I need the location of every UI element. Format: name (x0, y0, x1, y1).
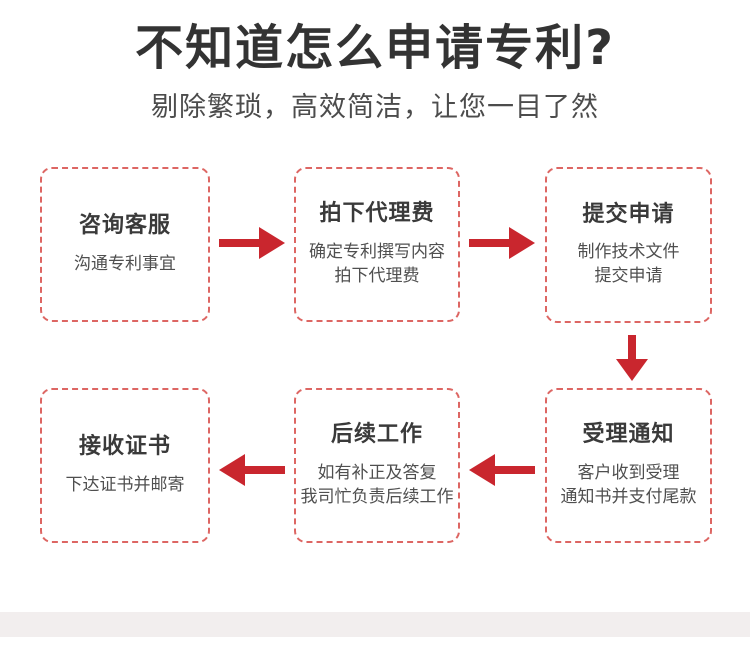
arrow-left-icon (469, 453, 535, 487)
step-box-consult: 咨询客服 沟通专利事宜 (40, 167, 210, 322)
page-subtitle: 剔除繁琐，高效简洁，让您一目了然 (151, 92, 599, 123)
step-desc-line: 通知书并支付尾款 (560, 486, 697, 507)
step-title: 后续工作 (330, 422, 423, 448)
step-desc-line: 我司忙负责后续工作 (300, 486, 454, 507)
footer-bar (0, 612, 750, 637)
step-title: 受理通知 (582, 422, 675, 448)
step-desc-line: 提交申请 (594, 266, 663, 287)
step-desc-line: 客户收到受理 (577, 462, 680, 483)
step-desc: 如有补正及答复 我司忙负责后续工作 (301, 461, 454, 509)
step-title: 拍下代理费 (319, 201, 435, 227)
step-box-follow-up-work: 后续工作 如有补正及答复 我司忙负责后续工作 (294, 388, 460, 543)
arrow-left-icon (219, 453, 285, 487)
step-title: 咨询客服 (78, 213, 171, 239)
step-desc: 沟通专利事宜 (74, 252, 176, 276)
step-desc: 客户收到受理 通知书并支付尾款 (561, 461, 697, 509)
step-box-submit-application: 提交申请 制作技术文件 提交申请 (545, 167, 712, 323)
step-desc: 确定专利撰写内容 拍下代理费 (309, 240, 445, 288)
step-desc-line: 制作技术文件 (577, 242, 680, 263)
step-box-pay-agency-fee: 拍下代理费 确定专利撰写内容 拍下代理费 (294, 167, 460, 322)
step-desc-line: 沟通专利事宜 (74, 253, 176, 274)
step-desc-line: 确定专利撰写内容 (309, 241, 445, 262)
step-title: 接收证书 (78, 434, 171, 460)
arrow-down-icon (615, 335, 649, 381)
step-desc-line: 如有补正及答复 (317, 462, 437, 483)
step-desc-line: 拍下代理费 (334, 265, 420, 286)
step-title: 提交申请 (582, 201, 675, 227)
step-box-acceptance-notice: 受理通知 客户收到受理 通知书并支付尾款 (545, 388, 712, 543)
page-title: 不知道怎么申请专利? (135, 20, 615, 76)
step-desc: 制作技术文件 提交申请 (578, 240, 680, 288)
step-desc: 下达证书并邮寄 (66, 473, 185, 497)
arrow-right-icon (219, 226, 285, 260)
arrow-right-icon (469, 226, 535, 260)
step-desc-line: 下达证书并邮寄 (65, 474, 185, 495)
step-box-receive-certificate: 接收证书 下达证书并邮寄 (40, 388, 210, 543)
